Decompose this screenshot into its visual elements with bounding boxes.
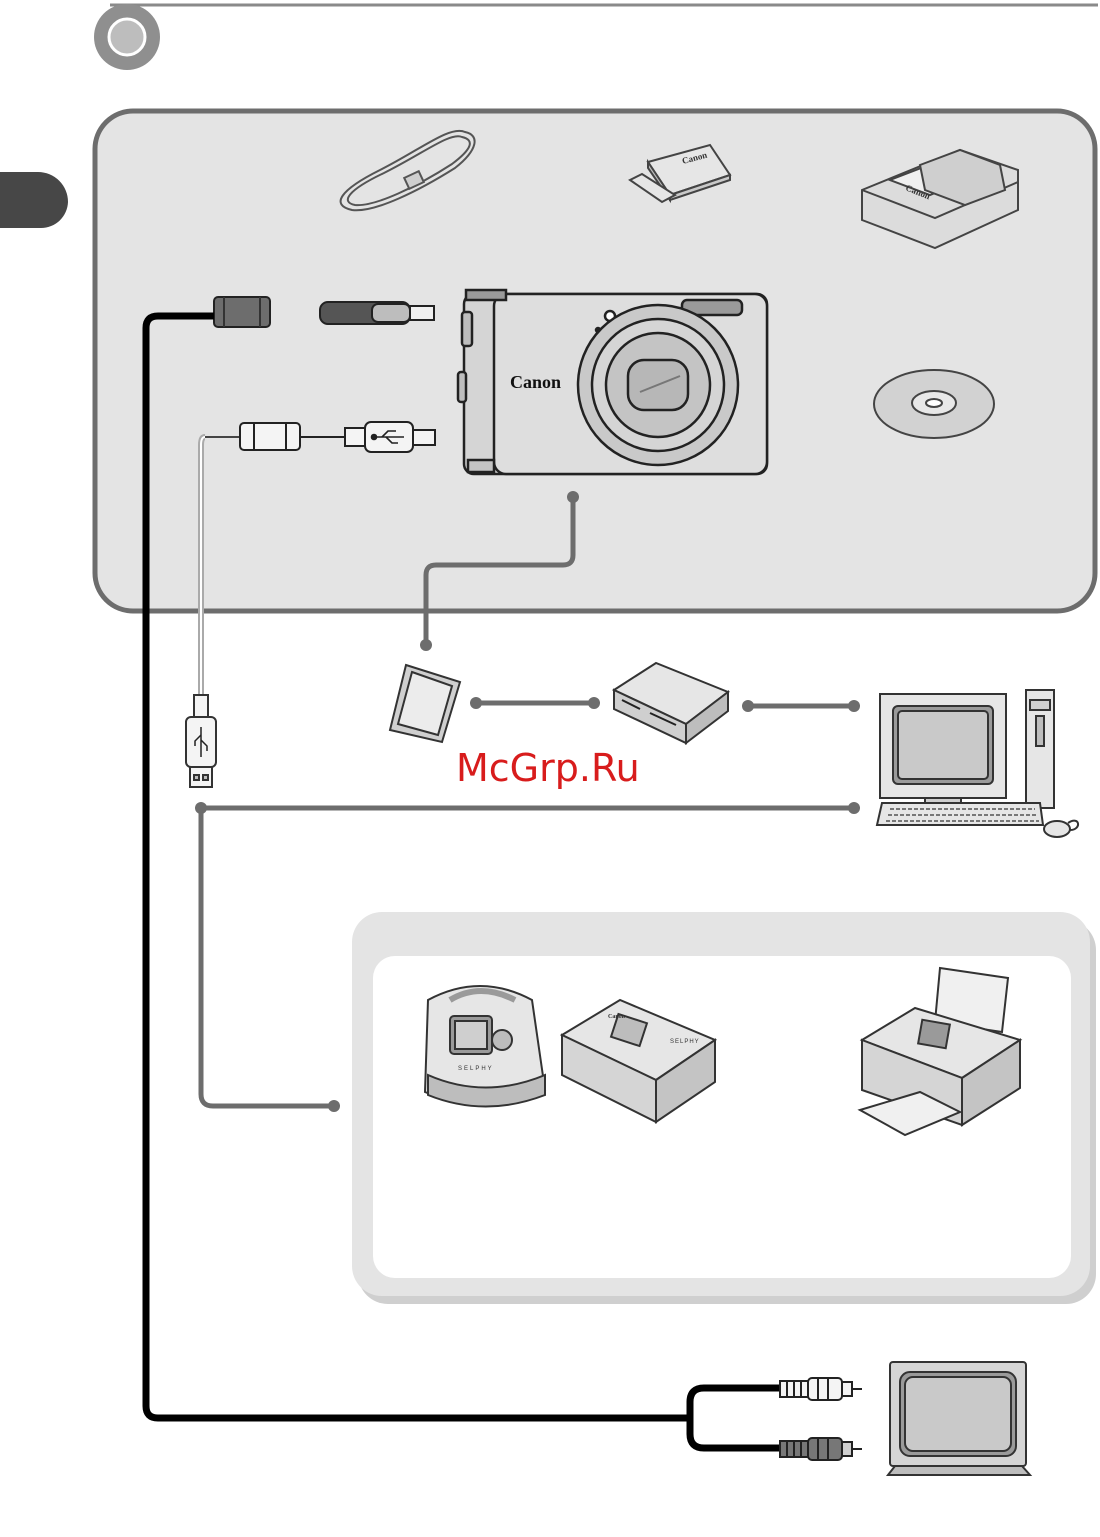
compact-printer-brand-label: Canon [608, 1014, 626, 1020]
section-header [94, 4, 1098, 70]
memory-card [390, 665, 460, 742]
compact-printer-model-label: SELPHY [670, 1039, 700, 1045]
television [888, 1362, 1030, 1475]
digital-camera: Canon [458, 290, 767, 474]
rca-plug-video [780, 1378, 862, 1400]
compact-photo-printer-portable: SELPHY [425, 986, 545, 1107]
personal-computer [877, 690, 1078, 837]
portable-printer-model-label: SELPHY [458, 1066, 494, 1072]
watermark-text: McGrp.Ru [456, 746, 640, 790]
card-reader [614, 663, 728, 743]
usb-to-printer-line [201, 808, 334, 1106]
usb-a-plug [186, 695, 216, 787]
camera-brand-label: Canon [510, 372, 561, 392]
rca-plug-audio [780, 1438, 862, 1460]
side-tab [0, 172, 68, 228]
cd-rom-icon [874, 370, 994, 438]
